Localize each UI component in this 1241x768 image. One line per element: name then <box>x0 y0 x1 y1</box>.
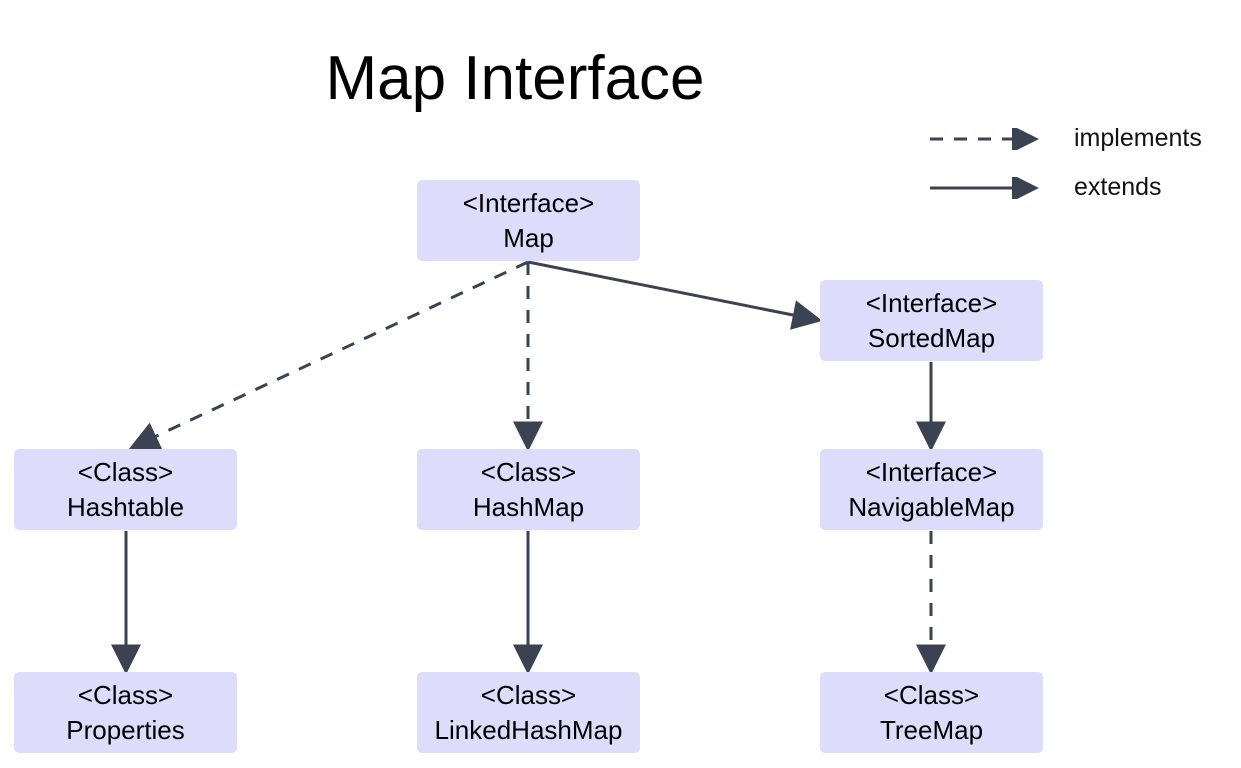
node-linkedhashmap[interactable]: <Class>LinkedHashMap <box>417 672 640 753</box>
node-stereotype: <Class> <box>77 680 174 711</box>
node-hashtable[interactable]: <Class>Hashtable <box>14 449 237 530</box>
legend-item-extends: extends <box>928 173 1162 202</box>
node-navigablemap[interactable]: <Interface>NavigableMap <box>820 449 1043 530</box>
node-name: Properties <box>66 714 185 745</box>
node-hashmap[interactable]: <Class>HashMap <box>417 449 640 530</box>
node-name: Hashtable <box>66 491 185 522</box>
node-name: Map <box>503 222 554 253</box>
node-stereotype: <Interface> <box>865 288 998 319</box>
legend-label-extends: extends <box>1074 173 1162 201</box>
node-name: HashMap <box>472 491 585 522</box>
dashed-arrow-icon <box>928 125 1052 152</box>
node-name: NavigableMap <box>848 491 1015 522</box>
node-name: TreeMap <box>879 714 984 745</box>
node-stereotype: <Class> <box>883 680 980 711</box>
node-treemap[interactable]: <Class>TreeMap <box>820 672 1043 753</box>
node-properties[interactable]: <Class>Properties <box>14 672 237 753</box>
edge-map-to-hashtable <box>128 260 529 450</box>
node-stereotype: <Class> <box>480 680 577 711</box>
legend-item-implements: implements <box>928 124 1202 153</box>
node-name: LinkedHashMap <box>434 714 623 745</box>
node-sortedmap[interactable]: <Interface>SortedMap <box>820 280 1043 361</box>
legend-label-implements: implements <box>1074 124 1202 152</box>
node-stereotype: <Interface> <box>865 457 998 488</box>
node-stereotype: <Class> <box>480 457 577 488</box>
solid-arrow-icon <box>928 174 1052 201</box>
node-stereotype: <Class> <box>77 457 174 488</box>
node-map[interactable]: <Interface>Map <box>417 180 640 261</box>
node-name: SortedMap <box>867 322 996 353</box>
page-title: Map Interface <box>325 44 705 113</box>
edge-map-to-sortedmap <box>527 260 823 330</box>
node-stereotype: <Interface> <box>462 188 595 219</box>
